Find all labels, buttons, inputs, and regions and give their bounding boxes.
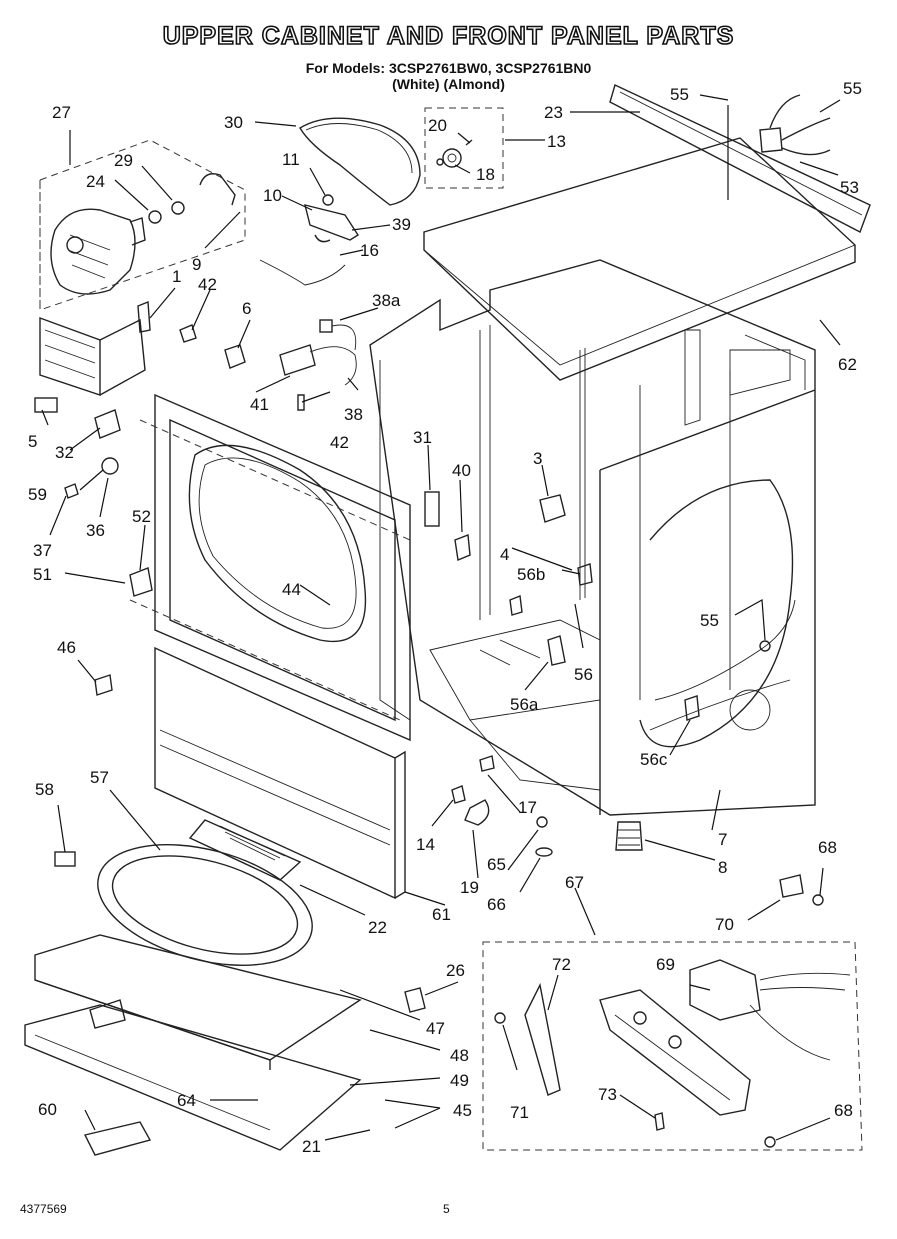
callout-56b: 56b xyxy=(517,565,545,584)
callout-32: 32 xyxy=(55,443,74,462)
callout-69: 69 xyxy=(656,955,675,974)
callout-40: 40 xyxy=(452,461,471,480)
motor-part xyxy=(50,208,146,295)
callout-56c: 56c xyxy=(640,750,668,769)
callout-20: 20 xyxy=(428,116,447,135)
cabinet-small-parts xyxy=(424,491,771,857)
callout-55-3: 55 xyxy=(700,611,719,630)
callout-7: 7 xyxy=(718,830,727,849)
idler-bracket-part xyxy=(304,204,359,241)
callout-13: 13 xyxy=(547,132,566,151)
callout-51: 51 xyxy=(33,565,52,584)
callout-52: 52 xyxy=(132,507,151,526)
callout-55: 55 xyxy=(670,85,689,104)
toe-panel-part xyxy=(154,646,406,900)
callout-9: 9 xyxy=(192,255,201,274)
belt-part xyxy=(299,117,421,206)
callout-6: 6 xyxy=(242,299,251,318)
callout-19: 19 xyxy=(460,878,479,897)
callout-48: 48 xyxy=(450,1046,469,1065)
door-panel-part xyxy=(24,934,362,1151)
callout-24: 24 xyxy=(86,172,105,191)
callout-22: 22 xyxy=(368,918,387,937)
callout-16: 16 xyxy=(360,241,379,260)
callout-8: 8 xyxy=(718,858,727,877)
page-title: UPPER CABINET AND FRONT PANEL PARTS xyxy=(162,21,735,51)
callout-67: 67 xyxy=(565,873,584,892)
callout-21: 21 xyxy=(302,1137,321,1156)
washer-part xyxy=(171,201,185,215)
callout-30: 30 xyxy=(224,113,243,132)
callout-64: 64 xyxy=(177,1091,196,1110)
callout-47: 47 xyxy=(426,1019,445,1038)
callout-10: 10 xyxy=(263,186,282,205)
wire-parts xyxy=(259,259,357,411)
callout-5: 5 xyxy=(28,432,37,451)
callout-53: 53 xyxy=(840,178,859,197)
page-number: 5 xyxy=(443,1202,450,1216)
callout-66: 66 xyxy=(487,895,506,914)
callout-46: 46 xyxy=(57,638,76,657)
callout-4: 4 xyxy=(500,545,509,564)
callout-1: 1 xyxy=(172,267,181,286)
callout-41: 41 xyxy=(250,395,269,414)
callout-58: 58 xyxy=(35,780,54,799)
callout-31: 31 xyxy=(413,428,432,447)
callout-44: 44 xyxy=(282,580,301,599)
colors-line: (White) (Almond) xyxy=(392,76,505,92)
callout-61: 61 xyxy=(432,905,451,924)
callout-42: 42 xyxy=(198,275,217,294)
callout-42-2: 42 xyxy=(330,433,349,452)
doc-number: 4377569 xyxy=(20,1202,67,1216)
callout-26: 26 xyxy=(446,961,465,980)
callout-73: 73 xyxy=(598,1085,617,1104)
callout-39: 39 xyxy=(392,215,411,234)
callout-11: 11 xyxy=(282,150,300,169)
leader-lines xyxy=(41,94,841,1141)
callout-14: 14 xyxy=(416,835,435,854)
front-panel-part xyxy=(129,393,411,742)
door-seal-part xyxy=(97,844,313,966)
callout-55-2: 55 xyxy=(843,79,862,98)
callout-38a: 38a xyxy=(372,291,401,310)
callout-36: 36 xyxy=(86,521,105,540)
callout-labels: 1345678910111314161718192021222324262729… xyxy=(28,79,862,1156)
door-handle-part xyxy=(83,1121,152,1156)
callout-72: 72 xyxy=(552,955,571,974)
leveling-foot-part xyxy=(615,821,643,851)
callout-57: 57 xyxy=(90,768,109,787)
callout-18: 18 xyxy=(476,165,495,184)
ground-wire-part xyxy=(759,94,831,156)
callout-49: 49 xyxy=(450,1071,469,1090)
motor-group xyxy=(39,139,246,311)
small-parts-left xyxy=(34,300,246,867)
cabinet-part xyxy=(369,259,816,816)
top-rail-part xyxy=(609,84,871,233)
callout-59: 59 xyxy=(28,485,47,504)
callout-45: 45 xyxy=(453,1101,472,1120)
models-line: For Models: 3CSP2761BW0, 3CSP2761BN0 xyxy=(305,60,592,76)
bracket-part xyxy=(779,874,804,898)
pulley-part xyxy=(148,210,162,224)
callout-56: 56 xyxy=(574,665,593,684)
callout-3: 3 xyxy=(533,449,542,468)
callout-68: 68 xyxy=(818,838,837,857)
callout-68-2: 68 xyxy=(834,1101,853,1120)
gas-valve-group xyxy=(482,941,863,1151)
callout-62: 62 xyxy=(838,355,857,374)
clamp-part xyxy=(199,173,236,206)
callout-29: 29 xyxy=(114,151,133,170)
callout-23: 23 xyxy=(544,103,563,122)
hinge-part xyxy=(404,987,426,1013)
callout-60: 60 xyxy=(38,1100,57,1119)
callout-38: 38 xyxy=(344,405,363,424)
callout-56a: 56a xyxy=(510,695,539,714)
callout-17: 17 xyxy=(518,798,537,817)
callout-37: 37 xyxy=(33,541,52,560)
callout-70: 70 xyxy=(715,915,734,934)
callout-71: 71 xyxy=(510,1103,529,1122)
callout-27: 27 xyxy=(52,103,71,122)
callout-65: 65 xyxy=(487,855,506,874)
